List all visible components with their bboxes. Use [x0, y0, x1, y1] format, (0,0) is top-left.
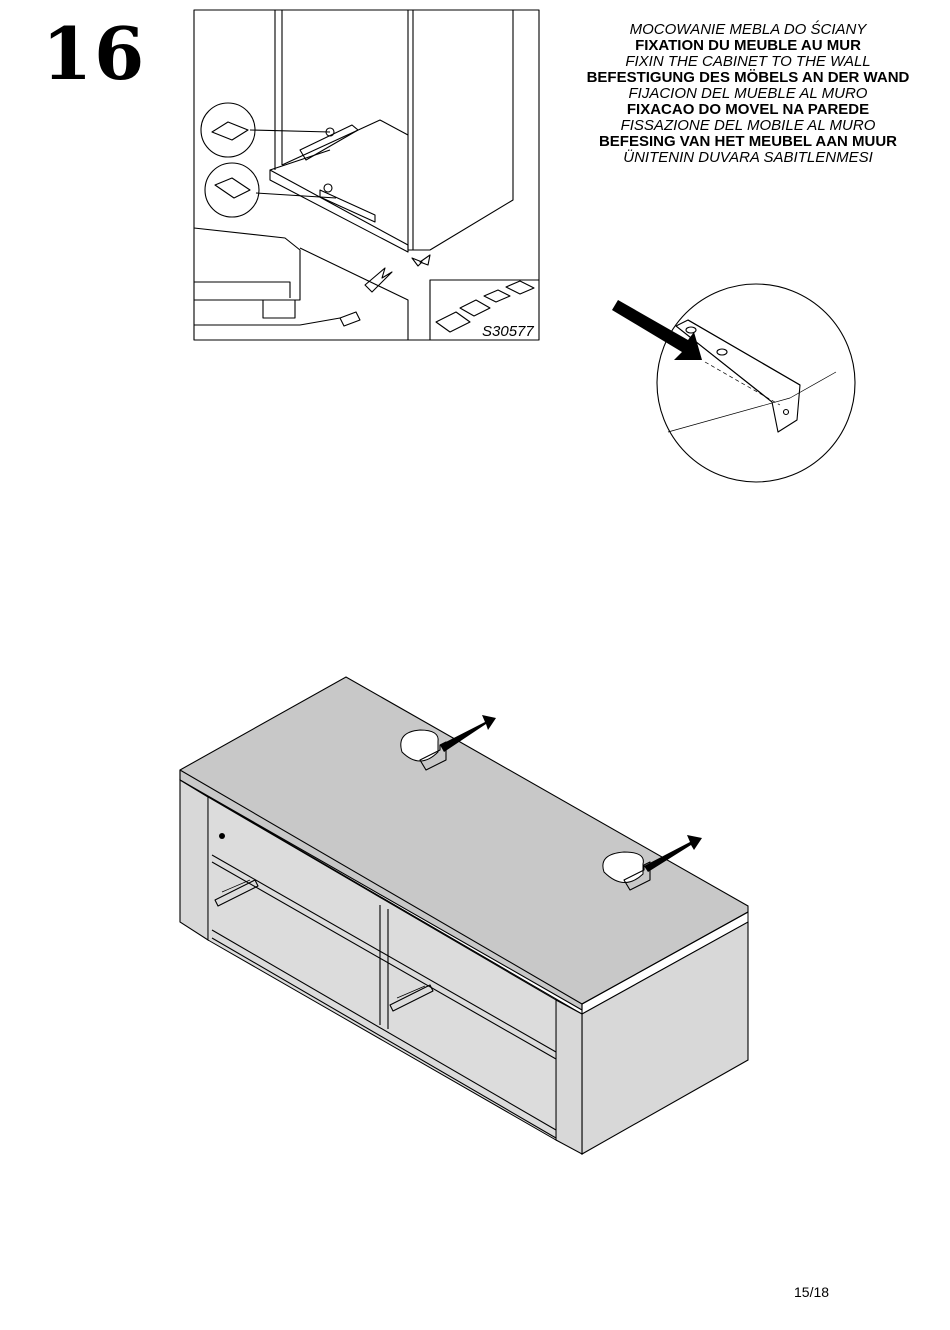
title-block: MOCOWANIE MEBLA DO ŚCIANY FIXATION DU ME… [560, 22, 936, 166]
inset-cabinet-right [408, 10, 514, 251]
cutout-left [400, 729, 439, 762]
cabinet-left-side [179, 779, 209, 942]
cabinet-right-front-post [555, 999, 583, 1155]
inset-bracket-lower [319, 189, 376, 223]
inset-shelf [269, 169, 409, 253]
tv-cabinet [179, 676, 749, 1155]
inset-cabinet-side [274, 10, 414, 250]
bottom-shelf [211, 929, 557, 1139]
page-number: 15/18 [794, 1284, 830, 1300]
arrow-wall-right [644, 835, 702, 872]
inset-bracket-upper [299, 124, 359, 161]
inset-cabinet-floor [281, 119, 409, 166]
title-fr: FIXATION DU MEUBLE AU MUR [635, 37, 861, 54]
inset-code-label: S30577 [482, 323, 534, 340]
step-number: 16 [42, 11, 147, 96]
inset-feet-panel [429, 279, 539, 340]
title-en: FIXIN THE CABINET TO THE WALL [625, 53, 871, 70]
title-de: BEFESTIGUNG DES MÖBELS AN DER WAND [586, 69, 910, 86]
title-pl: MOCOWANIE MEBLA DO ŚCIANY [629, 21, 867, 38]
cabinet-interior [207, 796, 557, 1141]
title-nl: BEFESING VAN HET MEUBEL AAN MUUR [598, 133, 898, 150]
title-pt: FIXACAO DO MOVEL NA PAREDE [626, 101, 870, 118]
inset-floor-scene [193, 227, 301, 301]
arrow-wall-left [440, 715, 496, 752]
title-es: FIJACION DEL MUEBLE AL MURO [628, 85, 868, 102]
center-divider [379, 905, 389, 1029]
bracket-detail-zoom [612, 283, 856, 483]
inset-arrow-up [364, 267, 393, 293]
arrow-to-bracket [612, 300, 702, 360]
drawer-slide-right [389, 984, 434, 1012]
middle-shelf [211, 854, 557, 1060]
bracket-right [623, 861, 651, 891]
inset-wall-fixing-diagram: S30577 [193, 9, 540, 341]
inset-frame [193, 9, 540, 341]
detail-circle-lower [204, 162, 260, 218]
drawer-slide-left [214, 879, 259, 907]
zoom-circle [656, 283, 856, 483]
title-tr: ÜNITENIN DUVARA SABITLENMESI [623, 149, 873, 166]
title-it: FISSAZIONE DEL MOBILE AL MURO [620, 117, 876, 134]
